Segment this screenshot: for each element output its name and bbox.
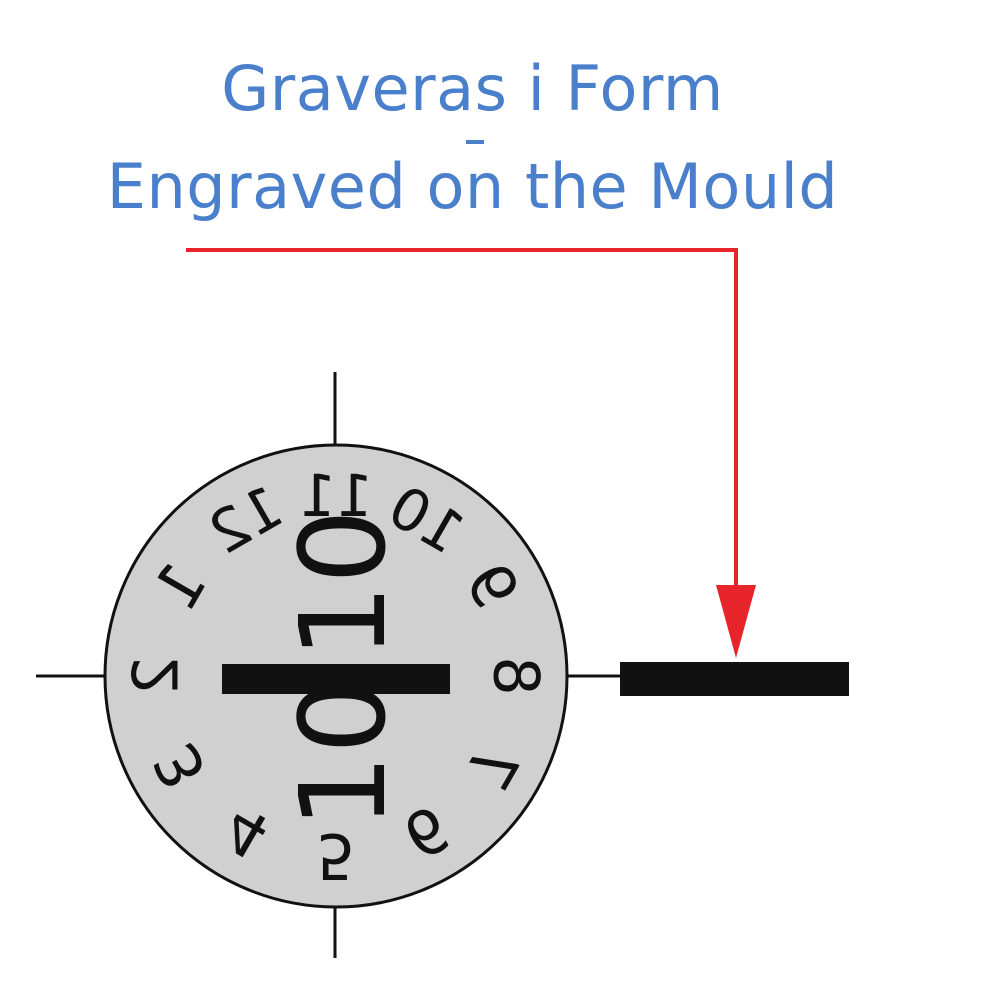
mould-marker-bar: [620, 662, 849, 696]
pointer-arrowhead: [716, 585, 756, 658]
month-number-11: 11: [299, 462, 373, 530]
month-number-2: 2: [120, 656, 193, 695]
month-number-8: 8: [480, 656, 553, 695]
pointer-line: [186, 248, 738, 595]
year-digits-bottom: 10: [274, 679, 412, 829]
title-separator: [466, 140, 484, 144]
title-swedish: Graveras i Form: [221, 52, 724, 125]
month-number-5: 5: [316, 820, 355, 893]
center-pointer-bar: [222, 664, 450, 694]
year-digits-top: 10: [274, 509, 412, 659]
title-english: Engraved on the Mould: [106, 150, 839, 223]
